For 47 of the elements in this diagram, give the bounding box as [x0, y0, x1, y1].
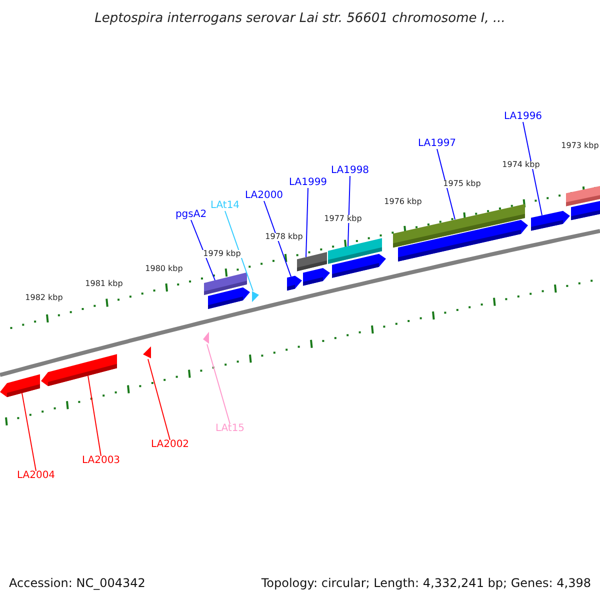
scale-label: 1979 kbp	[202, 250, 242, 258]
scale-label: 1980 kbp	[144, 265, 184, 273]
leader-line	[22, 392, 36, 472]
gene-label: LA2004	[16, 471, 56, 481]
gene-marker	[143, 346, 151, 358]
scale-label: 1974 kbp	[501, 161, 541, 169]
gene-feature	[287, 276, 302, 291]
gene-label: LA2003	[82, 456, 120, 466]
gene-block	[571, 201, 600, 220]
gene-label: LA1999	[288, 178, 328, 188]
gene-feature	[398, 220, 528, 262]
gene-label: LA1997	[418, 139, 456, 149]
leader-line	[522, 122, 542, 216]
leader-line	[436, 148, 456, 220]
gene-label: LAt14	[210, 201, 240, 211]
gene-marker	[252, 291, 259, 302]
leader-line	[88, 375, 102, 456]
gene-label: LA1996	[504, 112, 542, 122]
gene-block	[297, 252, 327, 272]
gene-feature	[208, 287, 250, 309]
leader-line	[206, 344, 230, 424]
scale-label: 1982 kbp	[24, 294, 64, 302]
gene-label: pgsA2	[175, 210, 207, 220]
scale-label: 1981 kbp	[84, 280, 124, 288]
scale-label: 1976 kbp	[383, 198, 423, 206]
gene-label: LA2002	[150, 440, 190, 450]
leader-line	[306, 188, 308, 258]
scale-label: 1973 kbp	[560, 142, 600, 150]
leader-line	[148, 358, 170, 440]
scale-label: 1975 kbp	[442, 180, 482, 188]
accession-info: Accession: NC_004342	[9, 575, 146, 592]
gene-feature	[332, 254, 386, 278]
gene-feature	[531, 210, 570, 231]
gene-label: LAt15	[215, 424, 245, 434]
leader-line	[224, 210, 254, 292]
genome-info: Topology: circular; Length: 4,332,241 bp; Genes: 4,398	[261, 575, 591, 592]
leader-line	[348, 176, 350, 247]
gene-label: LA1998	[330, 166, 370, 176]
scale-label: 1978 kbp	[264, 233, 304, 241]
gene-feature	[41, 354, 117, 386]
gene-label: LA2000	[244, 191, 284, 201]
leader-line	[190, 220, 216, 281]
gene-marker	[203, 332, 209, 344]
gene-feature	[0, 374, 40, 398]
title: Leptospira interrogans serovar Lai str. 56601 chromosome I, ...	[94, 10, 506, 28]
leader-line	[264, 200, 292, 278]
scale-label: 1977 kbp	[323, 215, 363, 223]
